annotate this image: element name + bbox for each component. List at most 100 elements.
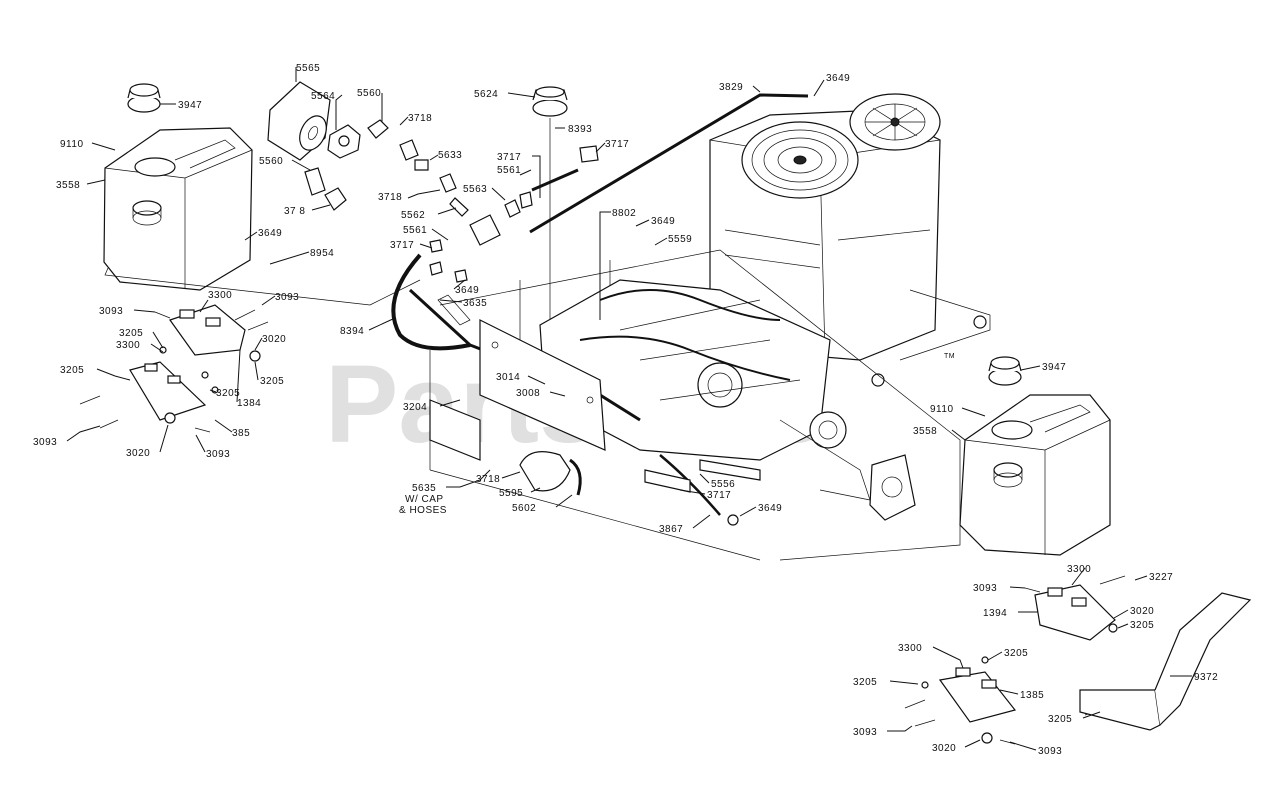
callout-3008: 3008 [516,388,540,399]
callout-9110-left: 9110 [60,139,84,150]
callout-3829: 3829 [719,82,743,93]
callout-3093-f: 3093 [853,727,877,738]
callout-5561-left: 5561 [403,225,427,236]
callout-37-8: 37 8 [284,206,305,217]
spring-fitting [531,168,579,192]
callout-8802: 8802 [612,208,636,219]
callout-1394: 1394 [983,608,1007,619]
bracket-1384[interactable] [169,304,246,356]
callout-3717-right: 3717 [605,139,629,150]
bracket-3717[interactable] [644,469,691,493]
callout-1385: 1385 [1020,690,1044,701]
bracket-385[interactable] [129,361,207,421]
callout-3204: 3204 [403,402,427,413]
callout-3093-c: 3093 [33,437,57,448]
callout-3718-mid: 3718 [378,192,402,203]
callout-3093-b: 3093 [275,292,299,303]
hardware-left[interactable] [79,309,269,433]
callout-8393: 8393 [568,124,592,135]
clamp-3649-lower[interactable] [727,514,739,526]
callout-3718-low: 3718 [476,474,500,485]
bracket-1385[interactable] [938,667,1017,723]
callout-3717-mid: 3717 [497,152,521,163]
callout-3717-low: 3717 [707,490,731,501]
callout-3227: 3227 [1149,572,1173,583]
frame-plate-left[interactable] [479,319,606,451]
fuel-tank-left[interactable] [103,127,253,291]
callout-3558-left: 3558 [56,180,80,191]
callout-3717-left: 3717 [390,240,414,251]
fuel-cap-center[interactable] [532,86,568,340]
callout-3300-c: 3300 [1067,564,1091,575]
callout-3020-b: 3020 [126,448,150,459]
callout-3300-d: 3300 [898,643,922,654]
callout-9110-right: 9110 [930,404,954,415]
callout-3093-e: 3093 [973,583,997,594]
callout-3635: 3635 [463,298,487,309]
callout-5624: 5624 [474,89,498,100]
callout-5565: 5565 [296,63,320,74]
fuel-cap-right[interactable] [988,356,1022,386]
leader-lines [66,67,1192,751]
callout-3205-b: 3205 [60,365,84,376]
fuel-filter[interactable] [267,81,331,161]
bracket-5556[interactable] [699,459,761,481]
callout-3014: 3014 [496,372,520,383]
bracket-1394[interactable] [1034,584,1116,641]
callout-5556: 5556 [711,479,735,490]
callout-5635: 5635 [412,483,436,494]
callout-5561-mid: 5561 [497,165,521,176]
inline-filter[interactable] [437,294,471,326]
callout-3020-c: 3020 [1130,606,1154,617]
handle-bar-9372[interactable] [1079,592,1252,731]
callout-3093-a: 3093 [99,306,123,317]
callout-3300-a: 3300 [208,290,232,301]
transaxle[interactable] [539,279,916,521]
fittings-small[interactable] [304,119,599,283]
fuel-tank-right[interactable] [959,394,1111,556]
callout-5559: 5559 [668,234,692,245]
callout-and-hoses: & HOSES [399,505,447,516]
callout-labels: 5565 5564 5560 3718 3947 9110 3558 5560 … [33,63,1218,757]
callout-3649-low: 3649 [758,503,782,514]
engine[interactable] [709,109,941,361]
callout-5564: 5564 [311,91,335,102]
callout-3020-a: 3020 [262,334,286,345]
callout-3300-b: 3300 [116,340,140,351]
callout-3947-right: 3947 [1042,362,1066,373]
fuel-line-8394[interactable] [391,253,471,351]
callout-3205-h: 3205 [1048,714,1072,725]
throttle-cable[interactable] [529,93,809,234]
callout-3558-right: 3558 [913,426,937,437]
fuel-cap-left[interactable] [127,83,161,113]
bushing [871,373,885,387]
callout-3718-top: 3718 [408,113,432,124]
callout-8954: 8954 [310,248,334,259]
bracket-3204[interactable] [429,399,481,461]
callout-8394: 8394 [340,326,364,337]
callout-385: 385 [232,428,250,439]
callout-3093-g: 3093 [1038,746,1062,757]
callout-3947-left: 3947 [178,100,202,111]
callout-w-cap: W/ CAP [405,494,444,505]
callout-3205-g: 3205 [853,677,877,688]
callout-1384: 1384 [237,398,261,409]
callout-9372: 9372 [1194,672,1218,683]
engine-deck-rail [899,289,991,361]
callout-3649-engine: 3649 [651,216,675,227]
callout-5560-mid: 5560 [259,156,283,167]
callout-3205-a: 3205 [119,328,143,339]
callout-5563: 5563 [463,184,487,195]
reservoir-5635[interactable] [519,451,582,496]
callout-3205-d: 3205 [216,388,240,399]
callout-3205-f: 3205 [1004,648,1028,659]
callout-3020-d: 3020 [932,743,956,754]
rail-end [973,315,987,329]
callout-3649-top: 3649 [826,73,850,84]
filter-adapter[interactable] [327,124,361,159]
trademark: TM [944,353,955,360]
callout-3205-e: 3205 [1130,620,1154,631]
air-cleaner[interactable] [849,93,941,151]
callout-5562: 5562 [401,210,425,221]
